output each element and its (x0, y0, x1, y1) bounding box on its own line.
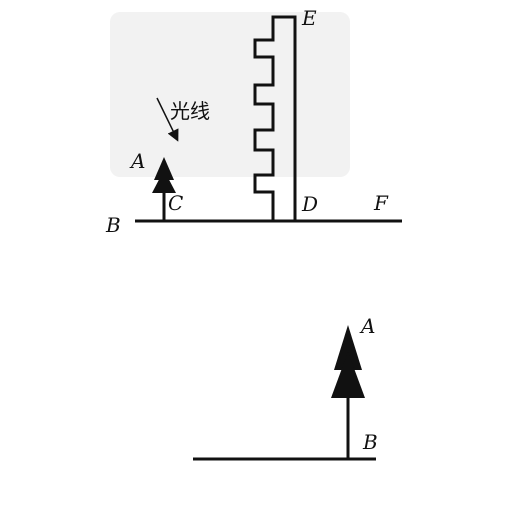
small-tree-ac (152, 157, 176, 221)
small-tree-lower-crown (152, 170, 176, 193)
point-b-label: B (105, 213, 121, 237)
point-c-label: C (168, 191, 183, 215)
small-tree-upper-crown (154, 157, 174, 180)
bottom-tree-upper-crown (334, 325, 362, 370)
building-outline (253, 15, 297, 221)
point-f-label: F (373, 191, 389, 215)
point-d-label: D (301, 192, 318, 216)
bottom-tree-lower-crown (331, 352, 365, 398)
bottom-figure: A B (193, 314, 378, 461)
top-figure: 光线 A B C D E F (105, 6, 402, 237)
background-patch (110, 12, 350, 177)
point-a-label: A (129, 149, 145, 173)
bottom-tree-ab (331, 325, 365, 459)
bottom-point-a-label: A (359, 314, 375, 338)
light-ray-arrow (156, 97, 179, 142)
point-e-label: E (301, 6, 317, 30)
light-ray-label: 光线 (170, 99, 210, 123)
bottom-point-b-label: B (362, 430, 378, 454)
